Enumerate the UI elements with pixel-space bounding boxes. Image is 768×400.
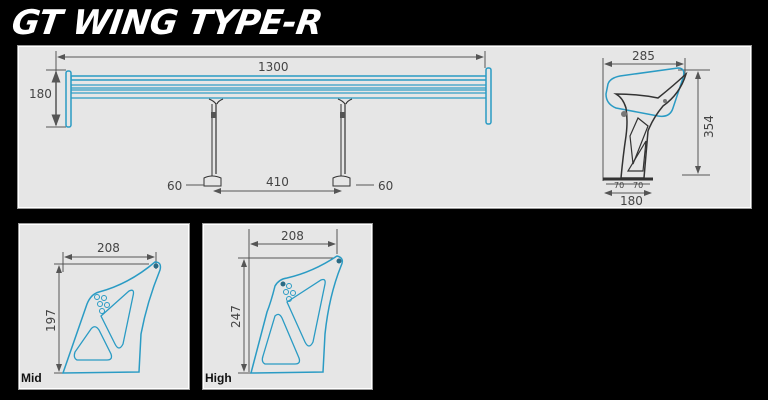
mid-bracket-panel: 208 197 Mid <box>18 223 190 390</box>
side-height-dimension: 354 <box>702 115 716 138</box>
high-height-dimension: 247 <box>229 305 243 328</box>
side-view-drawing: 285 354 70 70 180 <box>602 49 716 208</box>
left-foot-dimension: 60 <box>167 179 182 193</box>
base-width-dimension: 180 <box>620 194 643 208</box>
high-bracket-panel: 208 247 High <box>202 223 373 390</box>
high-bracket-drawing: 208 247 <box>229 229 344 374</box>
mid-height-dimension: 197 <box>44 309 58 332</box>
high-width-dimension: 208 <box>281 229 304 243</box>
base-right-dimension: 70 <box>633 181 643 190</box>
stay-spacing-dimension: 410 <box>266 175 289 189</box>
front-side-view-panel: 1300 180 410 60 60 <box>17 45 752 209</box>
base-left-dimension: 70 <box>614 181 624 190</box>
mid-bracket-drawing: 208 197 <box>44 241 162 374</box>
right-foot-dimension: 60 <box>378 179 393 193</box>
mid-caption: Mid <box>21 371 42 385</box>
mid-width-dimension: 208 <box>97 241 120 255</box>
high-caption: High <box>205 371 232 385</box>
wing-width-dimension: 1300 <box>258 60 289 74</box>
page-title: GT WING TYPE-R <box>9 3 325 43</box>
wing-height-dimension: 180 <box>29 87 52 101</box>
front-view-drawing: 1300 180 410 60 60 <box>29 51 492 194</box>
side-width-dimension: 285 <box>632 49 655 63</box>
